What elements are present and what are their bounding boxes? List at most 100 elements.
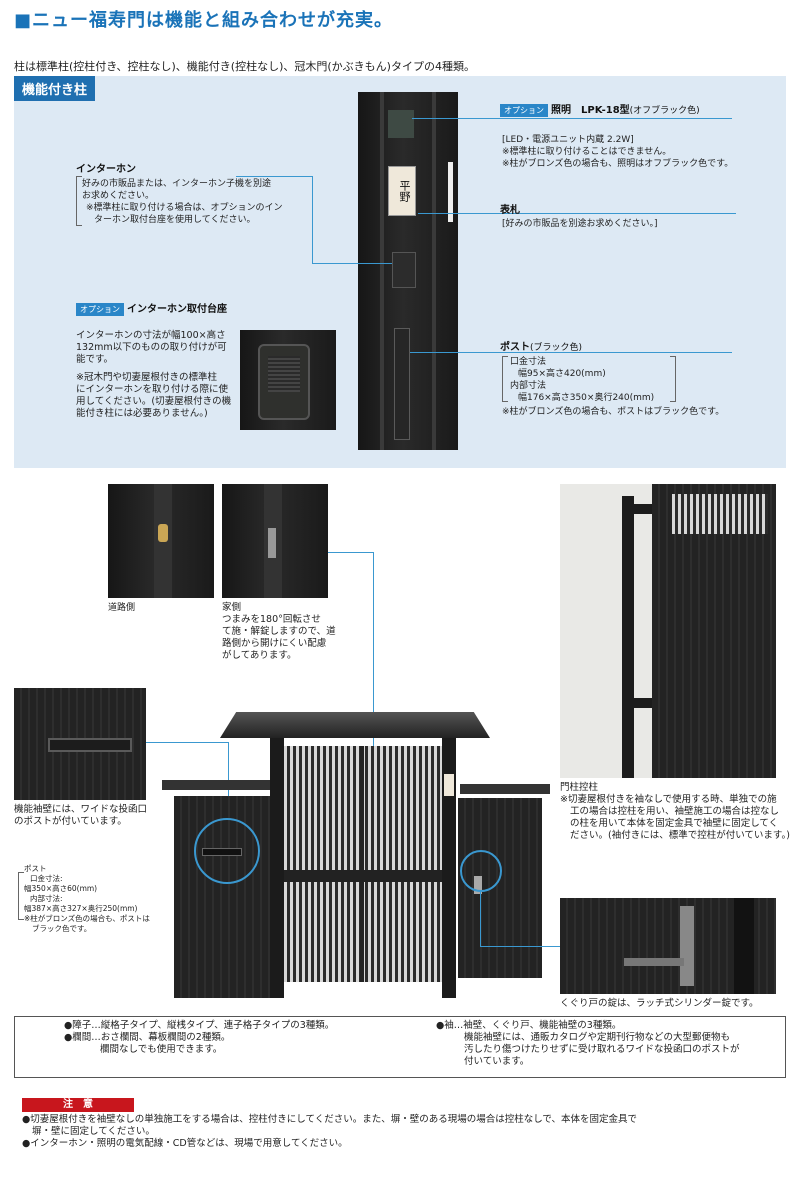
mount-line6: 用してください。(切妻屋根付きの機	[76, 396, 232, 407]
mount-line3: 能です。	[76, 354, 114, 365]
post-heading: ポスト(ブラック色)	[500, 338, 582, 353]
sleeve-line1: 機能袖壁には、ワイドな投函口	[14, 804, 148, 815]
post-slot	[394, 328, 410, 440]
summary-left3: 欄間なしでも使用できます。	[100, 1044, 223, 1055]
post-small-line6: ブラック色です。	[32, 924, 92, 933]
house-desc3: 路側から開けにくい配慮	[222, 638, 327, 649]
road-side-caption: 道路側	[108, 603, 136, 613]
intercom-bracket	[76, 176, 82, 226]
intercom-mount-desc: インターホンの寸法が幅100×高さ 132mm以下のものの取り付けが可 能です。…	[76, 330, 231, 420]
caution-text: ●切妻屋根付きを袖壁なしの単独施工をする場合は、控柱付きにしてください。また、塀…	[22, 1114, 637, 1150]
intercom-mount-photo	[240, 330, 336, 430]
gate-pillar-line1: ※切妻屋根付きを袖なしで使用する時、単独での施	[560, 794, 777, 805]
intercom-connector-h1	[236, 176, 313, 177]
intercom-connector-h2	[312, 263, 392, 264]
gate-pillar-photo	[560, 484, 776, 778]
lighting-line2: ※標準柱に取り付けることはできません。	[502, 147, 672, 157]
page-title: ■ニュー福寿門は機能と組み合わせが充実。	[14, 10, 394, 31]
light-connector	[412, 118, 732, 119]
intercom-mount-heading: オプションインターホン取付台座	[76, 300, 227, 316]
lighting-title: 照明 LPK-18型	[551, 105, 630, 116]
lighting-color: (オフブラック色)	[629, 106, 700, 116]
summary-left: ●障子…縦格子タイプ、縦桟タイプ、連子格子タイプの3種類。 ●欄間…おさ欄間、幕…	[64, 1020, 334, 1056]
intercom-line4: ターホン取付台座を使用してください。	[94, 215, 256, 225]
post-small-line5: ※柱がブロンズ色の場合も、ポストは	[24, 914, 150, 923]
latch-caption: くぐり戸の錠は、ラッチ式シリンダー錠です。	[560, 998, 759, 1009]
post-line4: 幅176×高さ350×奥行240(mm)	[518, 393, 655, 403]
sleeve-wall-desc: 機能袖壁には、ワイドな投函口 のポストが付いています。	[14, 804, 147, 828]
option-tag-2: オプション	[76, 303, 124, 316]
lighting-desc: [LED・電源ユニット内蔵 2.2W] ※標準柱に取り付けることはできません。 …	[502, 134, 733, 170]
caution-label: 注 意	[22, 1098, 134, 1112]
post-connector	[410, 352, 732, 353]
lighting-line3: ※柱がブロンズ色の場合も、照明はオフブラック色です。	[502, 159, 734, 169]
gate-roof	[220, 712, 490, 738]
summary-box	[14, 1016, 786, 1078]
gate-pillar-line4: ださい。(袖付きには、標準で控柱が付いています。)	[570, 830, 790, 841]
lock-connector-h	[328, 552, 374, 553]
sleeve-line2: のポストが付いています。	[14, 816, 127, 827]
summary-left1: ●障子…縦格子タイプ、縦桟タイプ、連子格子タイプの3種類。	[64, 1020, 335, 1031]
sleeve-connector	[146, 742, 228, 743]
pillar-photo: 平野	[358, 92, 458, 450]
post-small-line3: 内部寸法:	[30, 894, 63, 903]
gate-lock-highlight	[460, 850, 502, 892]
post-color: (ブラック色)	[530, 343, 583, 353]
mount-line2: 132mm以下のものの取り付けが可	[76, 342, 227, 353]
post-bracket-right	[670, 356, 676, 402]
intercom-connector-v	[312, 176, 313, 264]
nameplate-title: 表札	[500, 205, 520, 216]
intro-text: 柱は標準柱(控柱付き、控柱なし)、機能付き(控柱なし)、冠木門(かぶきもん)タイ…	[14, 60, 475, 73]
lock-road-side-photo	[108, 484, 214, 598]
option-tag: オプション	[500, 104, 548, 117]
post-small-line1: 口金寸法:	[30, 874, 63, 883]
gate-pillar-title: 門柱控柱	[560, 782, 599, 793]
light-fixture	[388, 110, 414, 138]
summary-right: ●袖…袖壁、くぐり戸、機能袖壁の3種類。 機能袖壁には、通販カタログや定期刊行物…	[436, 1020, 740, 1068]
lighting-heading: オプション照明 LPK-18型(オフブラック色)	[500, 101, 700, 117]
post-small-line4: 幅387×高さ327×奥行250(mm)	[24, 904, 138, 913]
intercom-mount-title: インターホン取付台座	[127, 304, 227, 315]
post-desc: 口金寸法 幅95×高さ420(mm) 内部寸法 幅176×高さ350×奥行240…	[510, 356, 654, 404]
latch-connector-v	[480, 892, 481, 946]
post-bracket-left	[502, 356, 508, 402]
gate-pillar-desc: 門柱控柱 ※切妻屋根付きを袖なしで使用する時、単独での施 工の場合は控柱を用い、…	[560, 782, 790, 842]
intercom-title: インターホン	[76, 164, 136, 175]
house-desc2: て施・解錠しますので、道	[222, 626, 336, 637]
post-small-line2: 幅350×高さ60(mm)	[24, 884, 98, 893]
latch-connector-h	[480, 946, 560, 947]
caution-line3: ●インターホン・照明の電気配線・CD管などは、現場で用意してください。	[22, 1138, 348, 1149]
lighting-line1: [LED・電源ユニット内蔵 2.2W]	[502, 135, 634, 145]
nameplate-connector	[418, 213, 736, 214]
summary-right1: ●袖…袖壁、くぐり戸、機能袖壁の3種類。	[436, 1020, 622, 1031]
post-title: ポスト	[500, 342, 530, 353]
intercom-unit	[392, 252, 416, 288]
intercom-line1: 好みの市販品または、インターホン子機を別途	[82, 179, 272, 189]
summary-right4: 付いています。	[464, 1056, 530, 1067]
caution-line2: 塀・壁に固定してください。	[32, 1126, 155, 1137]
post-line2: 幅95×高さ420(mm)	[518, 369, 606, 379]
intercom-desc: 好みの市販品または、インターホン子機を別途 お求めください。 ※標準柱に取り付け…	[82, 178, 283, 226]
sleeve-wall-photo	[14, 688, 146, 800]
post-line5: ※柱がブロンズ色の場合も、ポストはブラック色です。	[502, 407, 725, 417]
house-side-desc: 家側 つまみを180°回転させ て施・解錠しますので、道 路側から開けにくい配慮…	[222, 602, 336, 662]
post-small-desc: ポスト 口金寸法: 幅350×高さ60(mm) 内部寸法: 幅387×高さ327…	[24, 864, 150, 934]
nameplate-text: 平野	[398, 180, 411, 202]
nameplate-desc: [好みの市販品を別途お求めください。]	[502, 219, 658, 229]
nameplate: 平野	[388, 166, 416, 216]
mount-line1: インターホンの寸法が幅100×高さ	[76, 330, 226, 341]
intercom-line3: ※標準柱に取り付ける場合は、オプションのイン	[86, 203, 283, 213]
gate-pillar-line2: 工の場合は控柱を用い、袖壁施工の場合は控なし	[570, 806, 780, 817]
mount-line4: ※冠木門や切妻屋根付きの標準柱	[76, 372, 217, 383]
mount-line5: にインターホンを取り付ける際に使	[76, 384, 229, 395]
caution-line1: ●切妻屋根付きを袖壁なしの単独施工をする場合は、控柱付きにしてください。また、塀…	[22, 1114, 638, 1125]
summary-right2: 機能袖壁には、通販カタログや定期刊行物などの大型郵便物も	[464, 1032, 731, 1043]
post-small-bracket	[18, 872, 24, 920]
house-desc4: がしてあります。	[222, 650, 297, 661]
house-desc1: つまみを180°回転させ	[222, 614, 321, 625]
house-side-caption: 家側	[222, 602, 242, 613]
intercom-line2: お求めください。	[82, 191, 155, 201]
lock-house-side-photo	[222, 484, 328, 598]
post-line1: 口金寸法	[510, 357, 547, 367]
sleeve-post-highlight	[194, 818, 260, 884]
